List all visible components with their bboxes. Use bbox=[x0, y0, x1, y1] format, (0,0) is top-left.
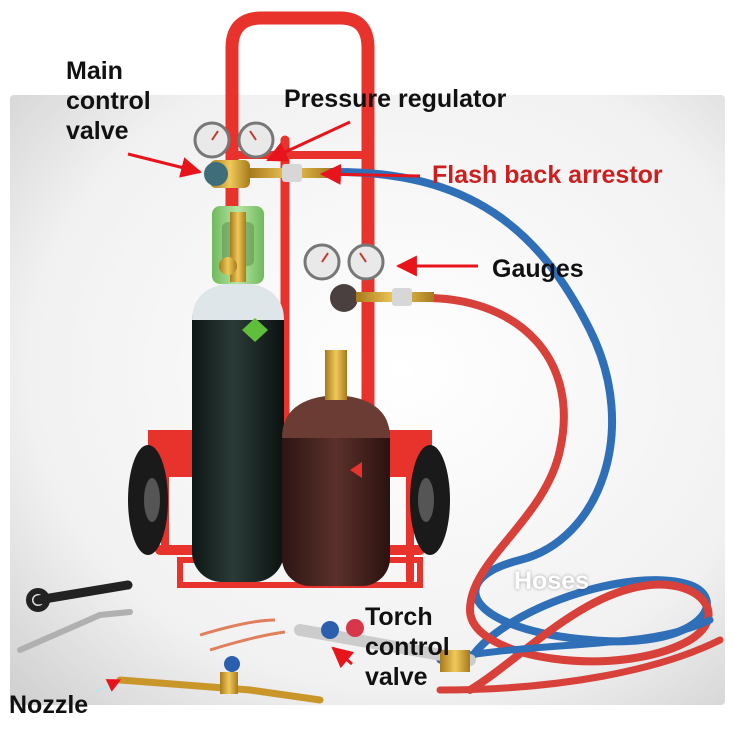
hoses bbox=[326, 167, 724, 694]
label-pressure-regulator: Pressure regulator bbox=[284, 85, 507, 113]
spare-nozzles bbox=[17, 609, 286, 653]
torch-control-valve-blue bbox=[321, 621, 339, 639]
spanner-icon bbox=[26, 580, 133, 612]
oxygen-cylinder bbox=[192, 206, 284, 582]
label-flash-back-arrestor: Flash back arrestor bbox=[432, 161, 663, 189]
welding-torch bbox=[294, 619, 476, 672]
arrow-flash-back-arrestor bbox=[319, 163, 421, 185]
trolley-wheels bbox=[128, 445, 450, 555]
acetylene-cylinder bbox=[282, 350, 390, 586]
label-nozzle: Nozzle bbox=[9, 691, 89, 719]
label-main-control-valve: Main control valve bbox=[66, 56, 151, 146]
cutting-torch bbox=[116, 656, 324, 704]
label-main-control-valve-line3: valve bbox=[66, 117, 129, 145]
acetylene-regulator bbox=[303, 243, 434, 312]
label-torch-control-valve-line3: valve bbox=[365, 663, 428, 691]
arrow-nozzle bbox=[94, 679, 122, 693]
oxygen-regulator bbox=[193, 121, 330, 188]
arrow-pressure-regulator bbox=[266, 120, 351, 162]
label-main-control-valve-line2: control bbox=[66, 87, 151, 115]
arrow-main-control-valve bbox=[127, 152, 203, 178]
label-torch-control-valve-line2: control bbox=[365, 633, 450, 661]
label-torch-control-valve: Torch control valve bbox=[365, 602, 450, 692]
label-main-control-valve-line1: Main bbox=[66, 57, 123, 85]
torch-control-valve-red bbox=[346, 619, 364, 637]
flash-back-arrestor-fitting bbox=[282, 164, 302, 182]
label-hoses: Hoses bbox=[514, 567, 590, 595]
annotation-arrows bbox=[94, 120, 478, 693]
arrow-torch-control-valve bbox=[331, 646, 355, 669]
label-torch-control-valve-line1: Torch bbox=[365, 603, 433, 631]
label-gauges: Gauges bbox=[492, 255, 584, 283]
